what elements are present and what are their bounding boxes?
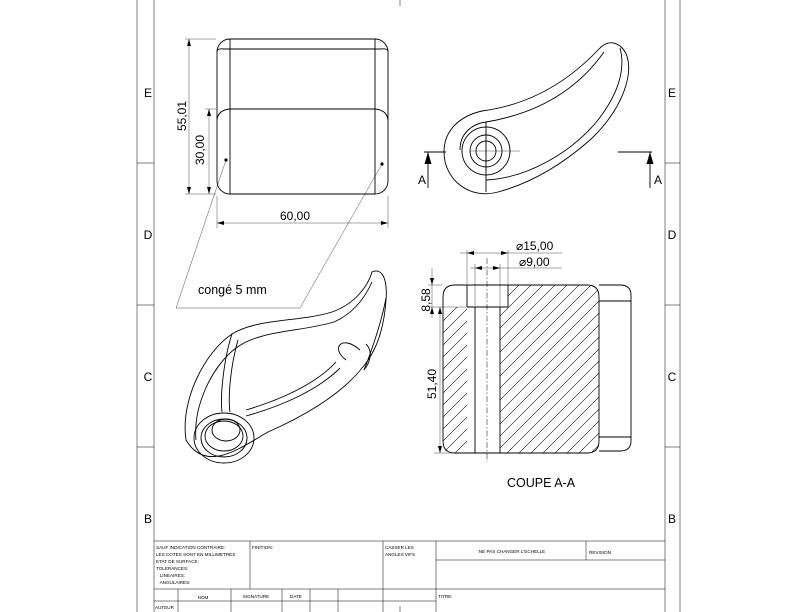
zone-label-left-b: B bbox=[144, 512, 152, 526]
dimension-width-text: 60,00 bbox=[280, 209, 310, 223]
top-view bbox=[443, 42, 629, 195]
column-date: DATE bbox=[290, 594, 302, 599]
sheet-frame bbox=[136, 0, 681, 612]
fillet-note-text: congé 5 mm bbox=[198, 283, 267, 297]
zone-label-right-e: E bbox=[668, 86, 676, 100]
general-note-line-6: ANGULAIRES: bbox=[156, 580, 190, 585]
zone-label-left-d: D bbox=[144, 228, 153, 242]
dimension-upper-height: 30,00 bbox=[193, 108, 216, 194]
break-edges-line-1: CASSER LES bbox=[385, 545, 414, 550]
general-note-line-3: ETAT DE SURFACE: bbox=[156, 559, 199, 564]
dimension-dia-outer-text: ⌀15,00 bbox=[516, 239, 554, 253]
section-line-a-a: A A bbox=[418, 151, 662, 188]
title-block bbox=[154, 540, 665, 612]
section-mark-left: A bbox=[418, 173, 426, 187]
section-hatch-left bbox=[443, 307, 467, 453]
section-view: ⌀15,00 ⌀9,00 8,58 51,40 COUPE A-A bbox=[419, 239, 632, 490]
dimension-bore-depth-text: 51,40 bbox=[425, 369, 439, 399]
isometric-view bbox=[184, 270, 387, 464]
front-view bbox=[216, 38, 389, 195]
section-hatch-right bbox=[500, 285, 599, 453]
general-note-line-2: LES COTES SONT EN MILLIMETRES bbox=[156, 552, 235, 557]
no-scale-note: NE PAS CHANGER L'ECHELLE bbox=[479, 549, 545, 554]
zone-label-right-c: C bbox=[668, 370, 677, 384]
finish-label: FINITION: bbox=[252, 545, 273, 550]
revision-label: REVISION bbox=[589, 550, 611, 555]
zone-label-left-c: C bbox=[144, 370, 153, 384]
column-signature: SIGNATURE bbox=[243, 594, 269, 599]
dimension-dia-inner-text: ⌀9,00 bbox=[519, 255, 550, 269]
zone-label-right-d: D bbox=[668, 228, 677, 242]
fillet-note: congé 5 mm bbox=[175, 159, 383, 309]
dimension-width: 60,00 bbox=[216, 196, 389, 228]
general-note-line-1: SAUF INDICATION CONTRAIRE: bbox=[156, 545, 225, 550]
row-author: AUTEUR bbox=[155, 605, 175, 610]
general-note-line-4: TOLERANCES: bbox=[156, 566, 188, 571]
section-title: COUPE A-A bbox=[507, 476, 576, 490]
column-nom: NOM bbox=[198, 595, 209, 600]
dimension-overall-height-text: 55,01 bbox=[175, 101, 189, 131]
break-edges-line-2: ANGLES VIFS bbox=[385, 552, 415, 557]
dimension-overall-height: 55,01 bbox=[175, 38, 216, 195]
dimension-upper-height-text: 30,00 bbox=[193, 135, 207, 165]
zone-label-right-b: B bbox=[668, 512, 676, 526]
general-note-line-5: LINEAIRES: bbox=[156, 573, 185, 578]
section-mark-right: A bbox=[654, 173, 662, 187]
zone-label-left-e: E bbox=[144, 86, 152, 100]
title-label: TITRE: bbox=[438, 594, 453, 599]
dimension-counterbore-depth-text: 8,58 bbox=[419, 288, 433, 312]
